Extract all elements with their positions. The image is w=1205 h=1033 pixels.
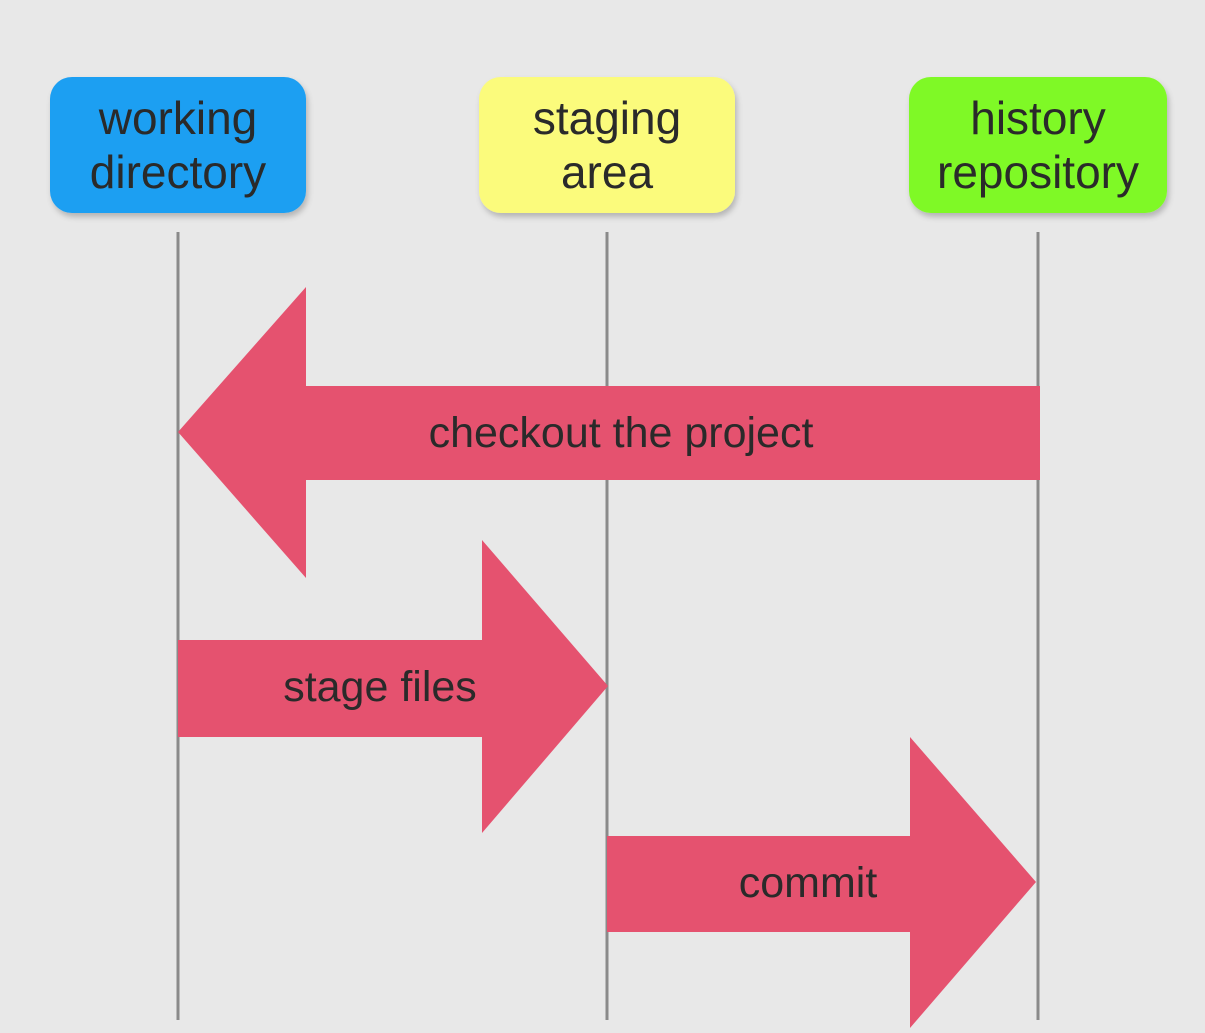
node-box-staging-area — [479, 77, 735, 213]
arrow-label-checkout: checkout the project — [429, 409, 814, 457]
node-label-line-2: area — [561, 146, 653, 198]
arrow-label-stage-files: stage files — [283, 663, 477, 711]
arrow-commit: commit — [607, 737, 1036, 1028]
arrow-checkout: checkout the project — [178, 287, 1040, 578]
node-label-line-2: repository — [937, 146, 1139, 198]
arrow-shape-checkout — [178, 287, 1040, 578]
arrow-stage-files: stage files — [178, 540, 608, 833]
arrow-shape-stage-files — [178, 540, 608, 833]
node-staging-area: staging area — [479, 77, 735, 213]
arrow-label-commit: commit — [739, 859, 878, 907]
node-label-line-1: staging — [533, 92, 681, 144]
node-label-line-1: history — [970, 92, 1105, 144]
node-history-repository: history repository — [909, 77, 1167, 213]
node-box-history-repository — [909, 77, 1167, 213]
node-label-line-1: working — [98, 92, 258, 144]
node-label-line-2: directory — [90, 146, 266, 198]
node-working-directory: working directory — [50, 77, 306, 213]
arrow-shape-commit — [607, 737, 1036, 1028]
node-box-working-directory — [50, 77, 306, 213]
